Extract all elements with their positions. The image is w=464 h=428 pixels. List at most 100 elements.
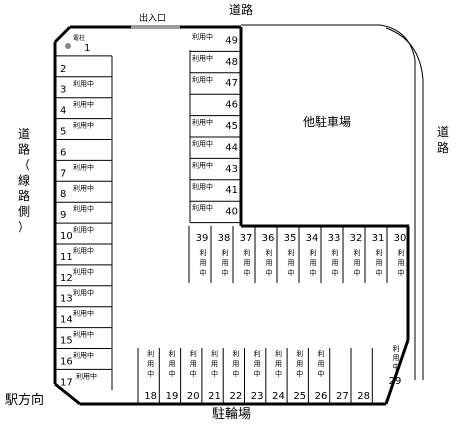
space-38: 38 利用中 [218,233,231,277]
space-20: 20 利用中 [187,349,200,402]
space-39: 39 利用中 [196,233,209,277]
space-46: 46 [225,100,238,111]
space-8: 8 利用中 [60,183,94,200]
space-37: 37 利用中 [240,233,253,277]
space-number: 38 [218,233,231,244]
space-status: 利用中 [168,349,175,378]
space-number: 20 [187,391,200,402]
space-status: 利用中 [192,53,213,62]
space-status: 利用中 [73,288,94,297]
space-47: 47 利用中 [192,75,238,89]
space-number: 8 [60,189,66,200]
space-number: 26 [315,391,328,402]
space-2: 2 [60,64,66,75]
space-48: 48 利用中 [192,53,238,67]
pole-label: 電柱 [73,34,85,42]
space-status: 利用中 [192,139,213,148]
space-1: 1 [84,43,90,54]
space-number: 45 [225,121,238,132]
space-status: 利用中 [192,118,213,127]
space-number: 6 [60,147,66,158]
space-status: 利用中 [398,248,405,277]
space-status: 利用中 [73,267,94,276]
space-number: 5 [60,127,66,138]
space-status: 利用中 [254,349,261,378]
lot-outline [53,25,410,406]
space-status: 利用中 [232,349,239,378]
road-right-label: 道路 [437,125,449,155]
space-number: 27 [336,391,349,402]
space-status: 利用中 [222,248,229,277]
space-number: 28 [357,391,370,402]
space-number: 1 [84,43,90,54]
space-number: 29 [389,376,402,387]
parking-spaces: 123利用中4利用中5利用中67利用中8利用中9利用中10利用中11利用中12利… [60,32,406,402]
space-number: 31 [372,233,385,244]
space-number: 24 [272,391,285,402]
space-status: 利用中 [244,248,251,277]
space-49: 49 利用中 [192,32,238,46]
space-status: 利用中 [192,182,213,191]
space-status: 利用中 [73,100,94,109]
space-status: 利用中 [73,162,94,171]
space-27: 27 [336,391,349,402]
space-status: 利用中 [288,248,295,277]
space-number: 44 [225,142,238,153]
space-status: 利用中 [192,160,213,169]
space-23: 23 利用中 [251,349,264,402]
space-status: 利用中 [73,204,94,213]
space-number: 15 [60,336,73,347]
space-number: 36 [262,233,275,244]
space-number: 46 [225,100,238,111]
space-status: 利用中 [318,349,325,378]
space-number: 48 [225,57,238,68]
space-status: 利用中 [190,349,197,378]
space-status: 利用中 [266,248,273,277]
space-number: 49 [225,35,238,46]
space-43: 43 利用中 [192,160,238,174]
space-number: 12 [60,273,73,284]
space-status: 利用中 [192,32,213,41]
space-number: 43 [225,164,238,175]
space-number: 37 [240,233,253,244]
space-status: 利用中 [200,248,207,277]
space-number: 30 [394,233,407,244]
space-number: 21 [208,391,221,402]
space-number: 39 [196,233,209,244]
space-number: 35 [284,233,297,244]
space-status: 利用中 [275,349,282,378]
space-status: 利用中 [296,349,303,378]
space-4: 4 利用中 [60,100,94,117]
space-status: 利用中 [192,203,213,212]
space-number: 7 [60,168,66,179]
space-status: 利用中 [73,351,94,360]
space-status: 利用中 [393,344,400,371]
road-left-label: 道路（線路側） [18,127,30,234]
space-number: 47 [225,78,238,89]
space-number: 41 [225,185,238,196]
space-number: 17 [60,377,73,388]
space-status: 利用中 [73,121,94,130]
space-number: 3 [60,85,66,96]
space-status: 利用中 [73,183,94,192]
space-number: 4 [60,106,66,117]
space-status: 利用中 [192,75,213,84]
road-top-label: 道路 [229,2,253,17]
space-35: 35 利用中 [284,233,297,277]
space-number: 23 [251,391,264,402]
other-lot-area [241,26,410,226]
space-30: 30 利用中 [394,233,407,277]
space-status: 利用中 [332,248,339,277]
space-number: 13 [60,294,73,305]
